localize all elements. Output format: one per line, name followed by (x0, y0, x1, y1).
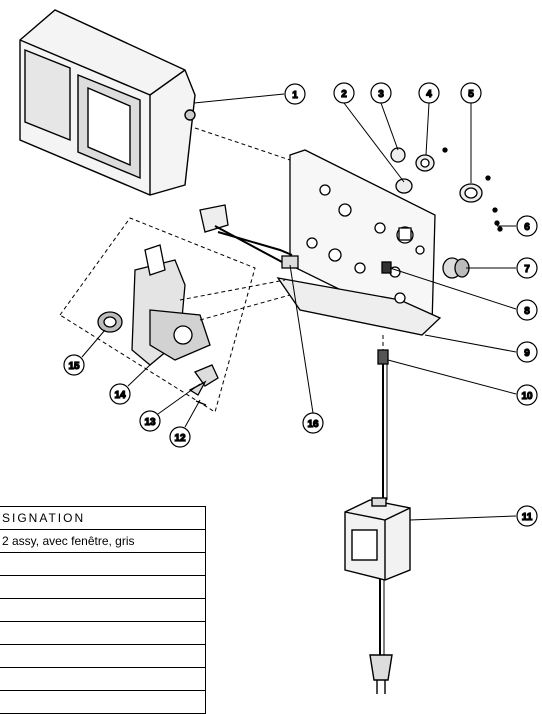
svg-text:16: 16 (307, 419, 319, 430)
table-cell (0, 621, 206, 645)
table-row (0, 644, 206, 668)
svg-text:11: 11 (522, 512, 533, 523)
table-row (0, 552, 206, 576)
table-row (0, 598, 206, 622)
callout-6: 6 (516, 215, 538, 237)
svg-text:7: 7 (524, 264, 530, 275)
callout-10: 10 (516, 384, 538, 406)
table-row: 2 assy, avec fenêtre, gris (0, 529, 206, 553)
table-cell (0, 690, 206, 714)
subassembly-dashed-outline (59, 127, 384, 413)
callout-15: 15 (63, 354, 85, 376)
callout-13: 13 (139, 410, 161, 432)
table-row (0, 690, 206, 714)
callout-8: 8 (516, 299, 538, 321)
wiring-harness-part (199, 204, 299, 269)
table-cell (0, 598, 206, 622)
motor-assembly-part (97, 244, 211, 366)
parts-table-header-row: SIGNATION (0, 506, 206, 530)
svg-text:12: 12 (174, 433, 186, 444)
svg-text:15: 15 (68, 361, 80, 372)
callout-16: 16 (302, 412, 324, 434)
svg-text:5: 5 (468, 89, 474, 100)
cable-gland-part (442, 257, 470, 279)
table-cell (0, 552, 206, 576)
table-row (0, 621, 206, 645)
callout-3: 3 (370, 82, 392, 104)
callout-12: 12 (169, 426, 191, 448)
connector-and-cable (377, 349, 389, 655)
callout-11: 11 (516, 505, 538, 527)
table-cell: 2 assy, avec fenêtre, gris (0, 529, 206, 553)
callout-1: 1 (284, 83, 306, 105)
svg-text:3: 3 (378, 89, 384, 100)
svg-text:13: 13 (144, 417, 156, 428)
table-row (0, 575, 206, 599)
callout-7: 7 (516, 257, 538, 279)
svg-text:1: 1 (292, 90, 298, 101)
callout-9: 9 (516, 341, 538, 363)
svg-text:2: 2 (341, 89, 347, 100)
svg-text:10: 10 (521, 391, 533, 402)
table-cell (0, 575, 206, 599)
table-cell (0, 644, 206, 668)
callout-2: 2 (333, 82, 355, 104)
parts-table-header: SIGNATION (0, 506, 206, 530)
svg-text:8: 8 (524, 306, 530, 317)
ring-parts (390, 147, 503, 232)
back-plate-part (276, 149, 442, 336)
callout-14: 14 (109, 383, 131, 405)
transformer-part (344, 497, 411, 694)
table-cell (0, 667, 206, 691)
cover-part (19, 9, 196, 196)
svg-text:14: 14 (114, 390, 126, 401)
svg-text:6: 6 (524, 222, 530, 233)
leader-lines (81, 93, 517, 521)
callout-4: 4 (418, 82, 440, 104)
callout-5: 5 (460, 82, 482, 104)
table-row (0, 667, 206, 691)
svg-text:9: 9 (524, 348, 530, 359)
svg-text:4: 4 (426, 89, 432, 100)
callout-markers: 1 2 3 4 5 6 7 8 9 10 11 12 13 14 15 16 (63, 82, 538, 527)
parts-list-table: SIGNATION 2 assy, avec fenêtre, gris (0, 506, 206, 714)
